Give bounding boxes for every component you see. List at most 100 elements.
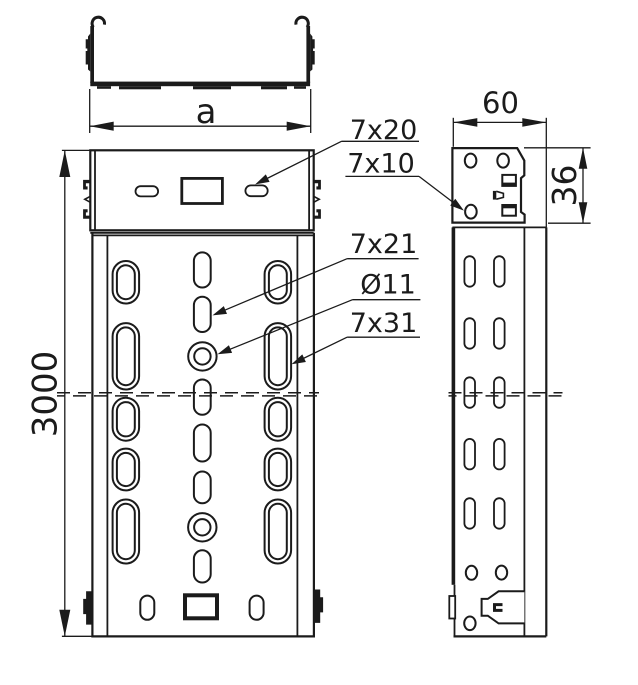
slot xyxy=(493,437,506,471)
slot-inner xyxy=(267,326,288,387)
profile-left-serration xyxy=(85,33,91,72)
dimension-36: 36 xyxy=(524,147,591,224)
profile-bottom-rib xyxy=(97,86,111,89)
side-slot-columns xyxy=(463,255,506,530)
profile-bottom-rib xyxy=(193,86,231,90)
slot xyxy=(463,437,476,471)
leader-line xyxy=(258,140,342,184)
slot-outer xyxy=(111,498,141,565)
round-hole-outer xyxy=(187,341,218,372)
end-slot xyxy=(139,594,156,621)
end-hole xyxy=(494,564,509,581)
slot xyxy=(463,497,476,530)
slot-inner xyxy=(115,451,136,488)
slot xyxy=(493,317,506,350)
slot xyxy=(463,255,476,288)
slot-outer xyxy=(111,396,141,442)
callout-label: 7x31 xyxy=(350,308,418,339)
slot xyxy=(463,376,476,409)
profile-left-wall xyxy=(90,26,94,83)
plate-square-hole xyxy=(180,176,224,205)
callout-diameter-11: Ø11 xyxy=(217,270,421,355)
front-coupler-plate xyxy=(89,149,315,232)
slot xyxy=(192,423,212,463)
slot-inner xyxy=(115,502,136,561)
arrowhead xyxy=(522,118,547,127)
front-slot-column-center xyxy=(187,251,218,584)
side-hook-tab xyxy=(501,173,517,187)
slot xyxy=(192,470,212,505)
slot xyxy=(493,255,506,288)
plate-hole xyxy=(463,152,478,169)
leader-arrowhead xyxy=(291,354,306,365)
end-hole xyxy=(463,615,477,632)
profile-bottom-rib xyxy=(261,86,287,90)
side-hook-tab xyxy=(492,190,505,200)
end-slot xyxy=(248,594,265,621)
hook-tab-fill xyxy=(502,205,516,209)
plate-hole xyxy=(464,203,478,220)
side-view xyxy=(448,147,548,638)
round-hole-outer xyxy=(187,512,218,543)
callout-label: Ø11 xyxy=(360,270,416,301)
slot-inner xyxy=(115,326,136,387)
slot xyxy=(463,317,476,350)
arrowhead xyxy=(578,202,588,224)
profile-right-wall xyxy=(306,26,311,83)
slot xyxy=(192,378,212,416)
slot xyxy=(192,549,212,584)
leader-arrowhead xyxy=(217,345,233,355)
hook-tab-fill xyxy=(492,190,497,200)
end-hole xyxy=(464,564,479,581)
coupler-hook xyxy=(83,179,91,190)
slot-inner xyxy=(267,401,288,438)
callout-7x20: 7x20 xyxy=(255,115,419,185)
arrowhead xyxy=(89,121,114,131)
slot xyxy=(192,295,212,334)
side-end-tab xyxy=(448,595,457,620)
break-lines xyxy=(57,391,563,397)
round-hole-inner xyxy=(193,518,212,537)
side-body-front-edge xyxy=(451,227,456,585)
dimension-a: a xyxy=(89,89,312,133)
round-hole-inner xyxy=(193,347,212,366)
coupler-hook xyxy=(313,209,321,219)
plate-hole xyxy=(496,152,510,169)
slot-outer xyxy=(263,447,293,492)
end-square-hole xyxy=(183,593,219,621)
slot-outer xyxy=(263,498,293,565)
front-slot-column-left xyxy=(111,260,141,565)
arrowhead xyxy=(578,147,588,169)
leader-arrowhead xyxy=(450,198,464,211)
callout-7x31: 7x31 xyxy=(291,308,420,365)
dimension-3000-label: 3000 xyxy=(26,351,66,438)
slot-outer xyxy=(111,322,141,391)
slot-outer xyxy=(111,260,141,305)
profile-right-serration xyxy=(310,33,315,72)
end-hook-tab xyxy=(83,591,93,625)
profile-left-curl xyxy=(90,15,106,29)
dimension-60: 60 xyxy=(452,86,547,228)
slot-inner xyxy=(267,451,288,488)
profile-view xyxy=(85,15,315,90)
front-body-outline xyxy=(91,232,315,638)
plate-slot xyxy=(134,185,160,198)
coupler-tab-edge xyxy=(313,195,321,204)
leader-arrowhead xyxy=(255,174,270,185)
front-slot-column-right xyxy=(263,260,293,565)
side-hook-tab xyxy=(501,204,517,217)
leader-line xyxy=(214,258,348,315)
arrowhead xyxy=(286,121,311,131)
slot-outer xyxy=(263,322,293,391)
callout-7x10: 7x10 xyxy=(345,149,464,211)
slot-outer xyxy=(111,447,141,492)
slot-inner xyxy=(267,502,288,561)
profile-bottom xyxy=(90,81,311,87)
coupler-hook xyxy=(83,209,91,219)
slot xyxy=(493,376,506,409)
arrowhead xyxy=(59,609,71,637)
latch-outline xyxy=(480,590,525,625)
end-hook-tab xyxy=(313,589,324,623)
profile-bottom-rib xyxy=(119,86,161,90)
